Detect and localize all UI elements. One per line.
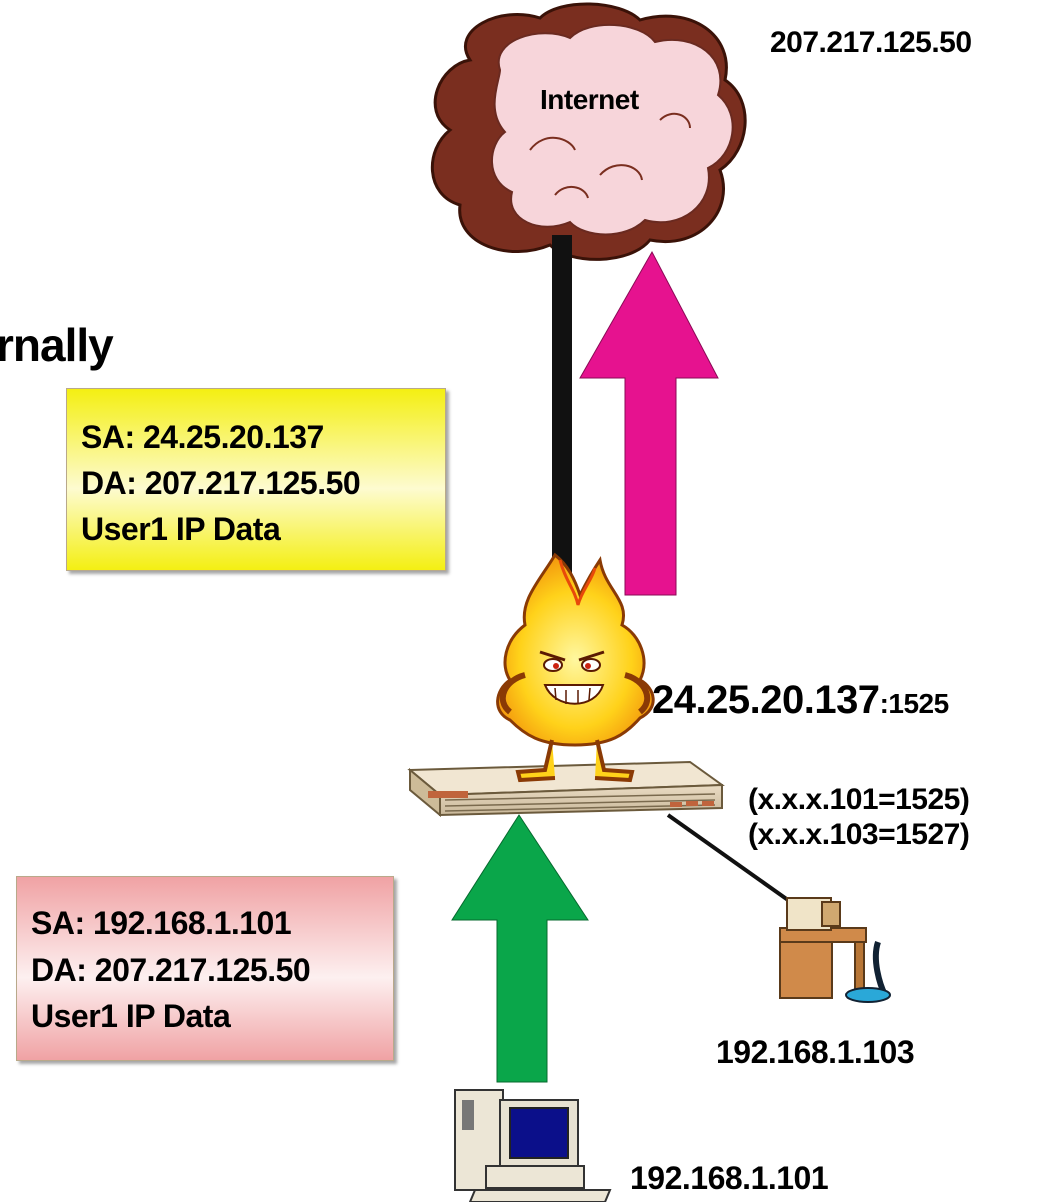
router-port-1 [670,802,682,807]
inbound-packet-box: SA: 192.168.1.101 DA: 207.217.125.50 Use… [16,876,394,1061]
chair-back [872,941,888,997]
nat-mapping-103: (x.x.x.103=1527) [748,818,970,851]
keyboard [468,1189,612,1202]
router-public-port: :1525 [879,688,950,719]
router-side-face [439,783,723,817]
nat-mapping-101: (x.x.x.101=1525) [748,783,970,816]
router-led-panel [428,791,468,798]
internet-link-line [552,235,572,605]
remote-address: 207.217.125.50 [770,26,972,59]
internet-cloud [430,2,747,261]
flame-left-arm [499,672,526,715]
inbound-destination-address: DA: 207.217.125.50 [31,952,311,988]
flame-teeth [554,687,591,704]
chair-seat [845,987,891,1003]
outbound-arrow [579,250,719,596]
inbound-payload: User1 IP Data [31,998,231,1034]
outbound-destination-address: DA: 207.217.125.50 [81,465,361,501]
firewall-flame-mascot [496,552,655,783]
flame-left-eye [543,658,563,672]
outbound-payload: User1 IP Data [81,511,281,547]
desk-body [779,941,833,999]
router-device [407,760,725,818]
flame-left-leg [515,739,556,783]
router-port-3 [702,801,714,806]
title-fragment: rnally [0,319,114,371]
tower-drive [462,1100,474,1130]
router-stripe-2 [444,799,716,807]
outbound-source-address: SA: 24.25.20.137 [81,419,324,455]
crt-screen [509,1107,569,1159]
flame-right-leg [594,739,635,783]
workstation-host101 [454,1089,612,1202]
internet-label: Internet [540,84,639,115]
flame-right-arm [624,672,651,715]
router-public-address: 24.25.20.137 [652,678,880,722]
workstation-host103 [779,897,891,1003]
host103-address: 192.168.1.103 [716,1034,915,1070]
flame-body [496,552,655,747]
outbound-packet-box: SA: 24.25.20.137 DA: 207.217.125.50 User… [66,388,446,571]
router-public-endpoint: 24.25.20.137:1525 [652,678,949,723]
inbound-arrow [451,814,589,1083]
inbound-source-address: SA: 192.168.1.101 [31,905,292,941]
host101-address: 192.168.1.101 [630,1160,829,1196]
router-port-2 [686,801,698,806]
router-stripe-1 [444,793,716,801]
cloud-face-shape [491,23,734,236]
cloud-puff-detail [529,112,691,199]
monitor-side [821,901,841,927]
flame-left-pupil [553,663,559,669]
base-unit [485,1165,585,1189]
flame-brows [539,650,605,662]
flame-right-pupil [585,663,591,669]
flame-tip [558,559,597,606]
router-host103-cable [666,813,797,907]
flame-right-eye [581,658,601,672]
